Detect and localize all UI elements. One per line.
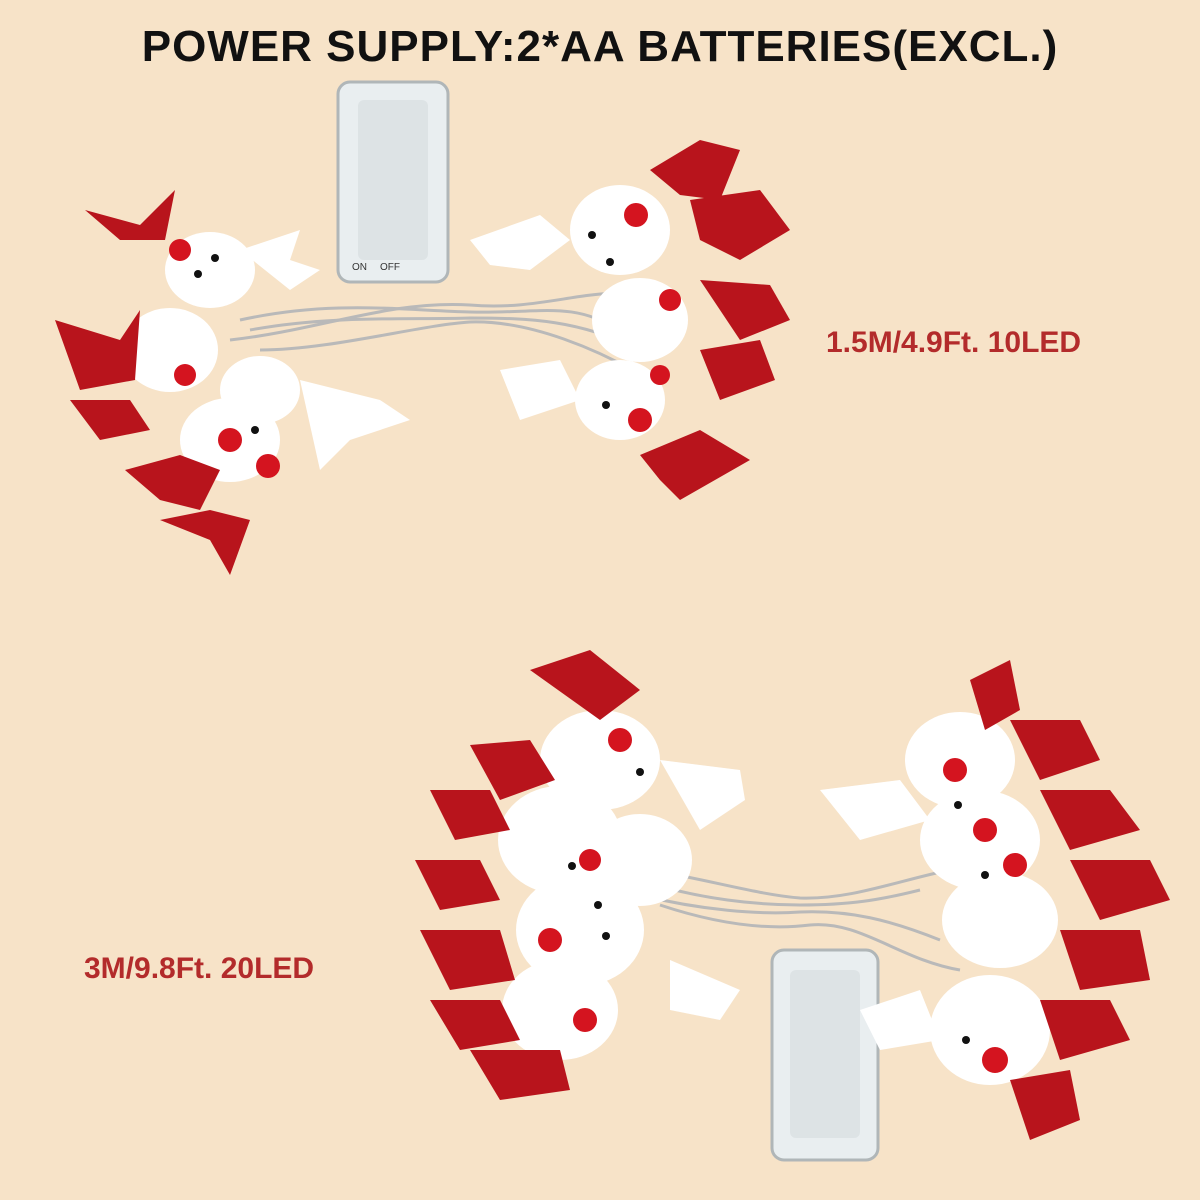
wire-bundle: [639, 868, 961, 972]
bow-cluster-left: [55, 190, 250, 575]
bow-cluster-right: [640, 140, 790, 500]
reindeer-cluster-right: [470, 185, 688, 440]
switch-label-on: ON: [352, 262, 367, 273]
battery-box: ON OFF: [336, 80, 450, 284]
battery-box: [770, 948, 880, 1162]
product-photo-10led: ON OFF: [55, 80, 790, 575]
spec-label-10led: 1.5M/4.9Ft. 10LED: [826, 326, 1082, 359]
reindeer-cluster-right: [820, 712, 1058, 1085]
switch-label-off: OFF: [380, 262, 400, 273]
page-title: POWER SUPPLY:2*AA BATTERIES(EXCL.): [141, 22, 1059, 71]
bow-cluster-left: [415, 650, 640, 1100]
reindeer-cluster-left: [498, 710, 745, 1060]
spec-label-20led: 3M/9.8Ft. 20LED: [84, 952, 315, 985]
reindeer-cluster-left: [122, 230, 410, 482]
bow-cluster-right: [970, 660, 1170, 1140]
